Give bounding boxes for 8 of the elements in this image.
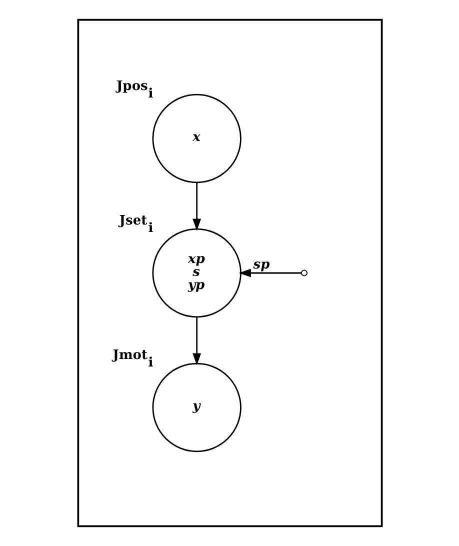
cluster bbox=[76, 18, 382, 528]
node-circle: y bbox=[152, 362, 241, 452]
arrow bbox=[192, 317, 201, 366]
node-circle: xp s yp bbox=[152, 228, 241, 318]
arrow bbox=[192, 182, 201, 231]
node-circle: x bbox=[152, 94, 241, 184]
arrow bbox=[238, 268, 301, 278]
edge-label: sp bbox=[252, 258, 270, 273]
